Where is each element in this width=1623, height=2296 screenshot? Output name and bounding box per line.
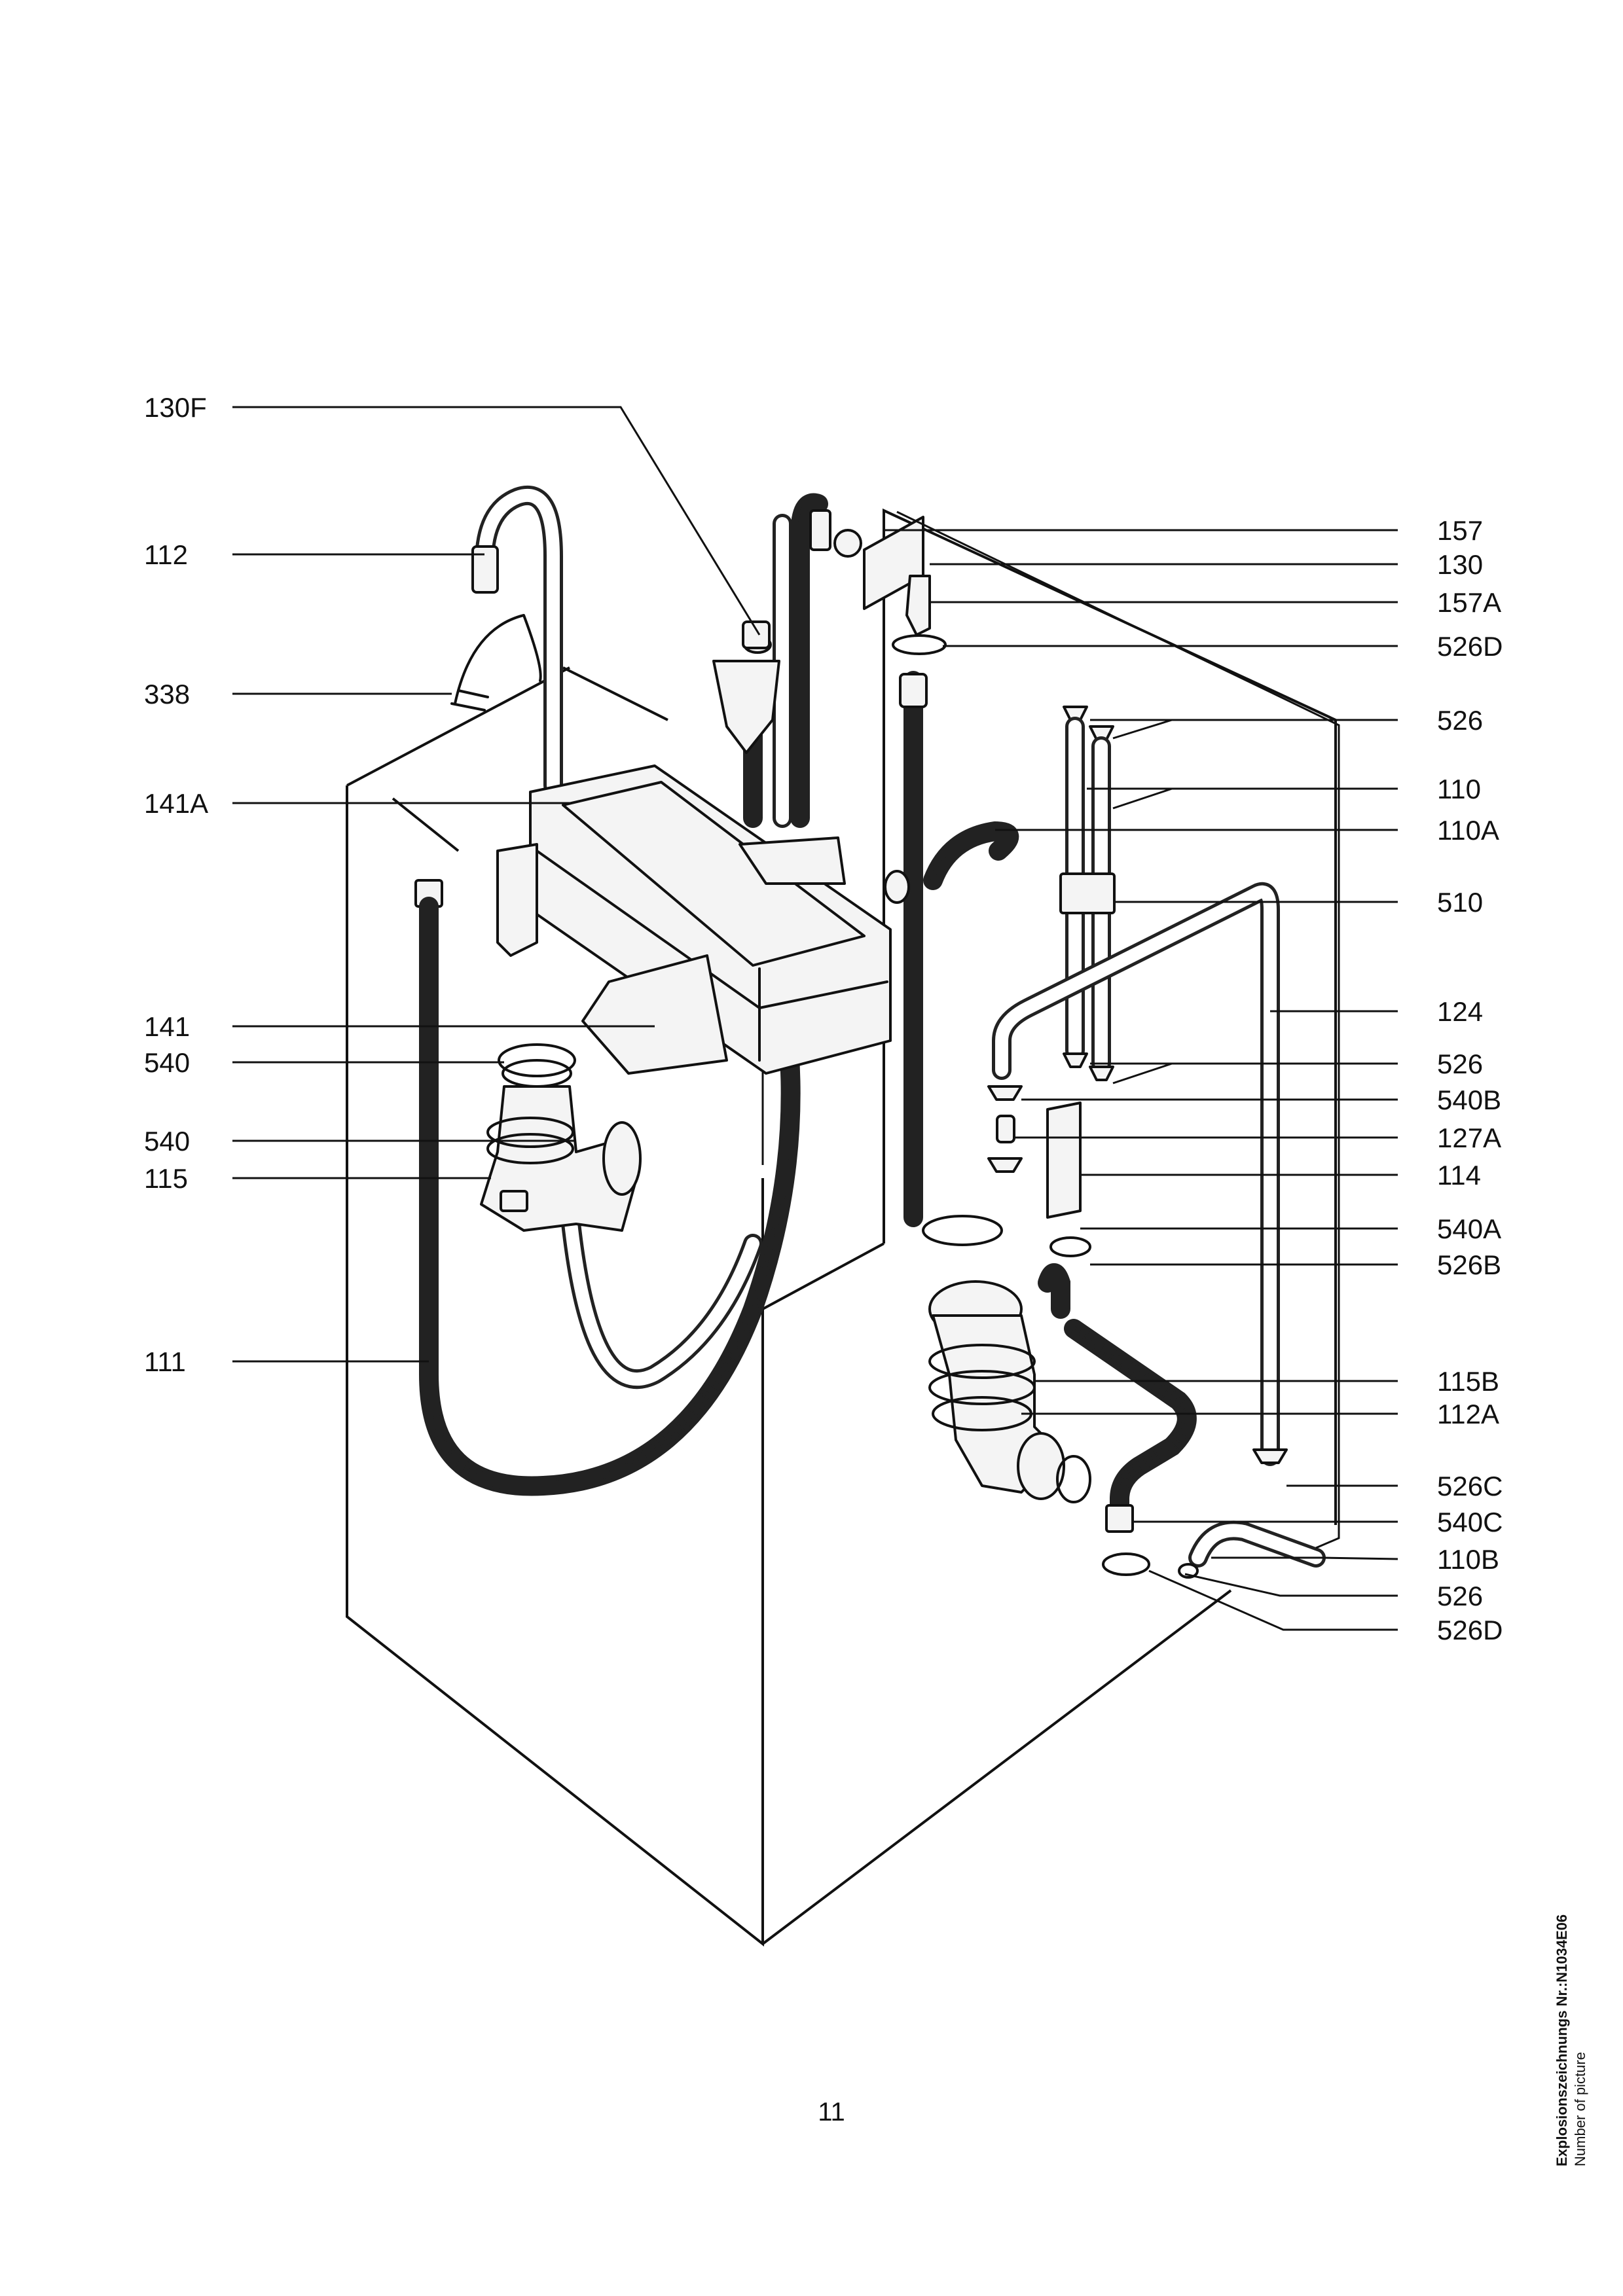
pump-hose-510: [884, 821, 1019, 904]
label-540C: 540C: [1437, 1507, 1503, 1537]
label-526C: 526C: [1437, 1471, 1503, 1501]
sump-hose-115: [480, 1043, 642, 1232]
label-110: 110: [1437, 774, 1481, 804]
leader-lines-left: [232, 406, 761, 1363]
label-526B: 526B: [1437, 1249, 1501, 1280]
label-540: 540: [144, 1047, 190, 1078]
caption-line-1: Explosionszeichnungs Nr.:N1034E06: [1554, 1914, 1570, 2166]
hoses-110-110A: [1059, 706, 1116, 1081]
label-110A: 110A: [1437, 815, 1499, 846]
drain-hose-111: [414, 879, 801, 1496]
label-114: 114: [1437, 1160, 1481, 1191]
label-540: 540: [144, 1126, 190, 1157]
label-157: 157: [1437, 515, 1483, 546]
sump-115B: [928, 1263, 1091, 1503]
caption-line-2: Number of picture: [1572, 2052, 1588, 2166]
label-526D: 526D: [1437, 631, 1503, 662]
detergent-dispenser-141: [496, 764, 892, 1075]
tube-124: [992, 882, 1280, 1466]
valve-block-157-130: [809, 509, 947, 708]
label-540B: 540B: [1437, 1085, 1501, 1115]
label-526D: 526D: [1437, 1615, 1503, 1645]
label-112: 112: [144, 539, 188, 570]
small-parts-540B-127A-114: [922, 1085, 1091, 1257]
label-112A: 112A: [1437, 1399, 1499, 1429]
picture-number-caption: Explosionszeichnungs Nr.:N1034E06 Number…: [1553, 1914, 1590, 2166]
label-510: 510: [1437, 887, 1483, 918]
page-number: 11: [818, 2098, 845, 2126]
inlet-hose-112: [450, 486, 563, 795]
label-526: 526: [1437, 705, 1483, 736]
leader-lines-right: [884, 511, 1398, 1631]
label-141A: 141A: [144, 788, 208, 819]
label-540A: 540A: [1437, 1213, 1501, 1244]
label-526: 526: [1437, 1049, 1483, 1079]
label-110B: 110B: [1437, 1544, 1499, 1575]
label-130F: 130F: [144, 392, 207, 423]
part-labels-left: 130F 112 338 141A 141 540 540 115 111: [144, 392, 208, 1377]
inlet-valve-130F: [712, 620, 780, 754]
label-124: 124: [1437, 996, 1483, 1027]
cabinet-outline: [346, 508, 1337, 1947]
drain-hose-112A: [1064, 1319, 1326, 1579]
label-338: 338: [144, 679, 190, 709]
internal-inlet-hoses: [560, 493, 923, 1390]
label-157A: 157A: [1437, 587, 1501, 618]
label-141: 141: [144, 1011, 190, 1042]
part-labels-right: 157 130 157A 526D 526 110 110A 510 124 5…: [1437, 515, 1503, 1645]
label-111: 111: [144, 1346, 186, 1377]
label-127A: 127A: [1437, 1122, 1501, 1153]
label-115: 115: [144, 1163, 188, 1194]
label-526: 526: [1437, 1581, 1483, 1611]
label-115B: 115B: [1437, 1366, 1499, 1397]
label-130: 130: [1437, 549, 1483, 580]
